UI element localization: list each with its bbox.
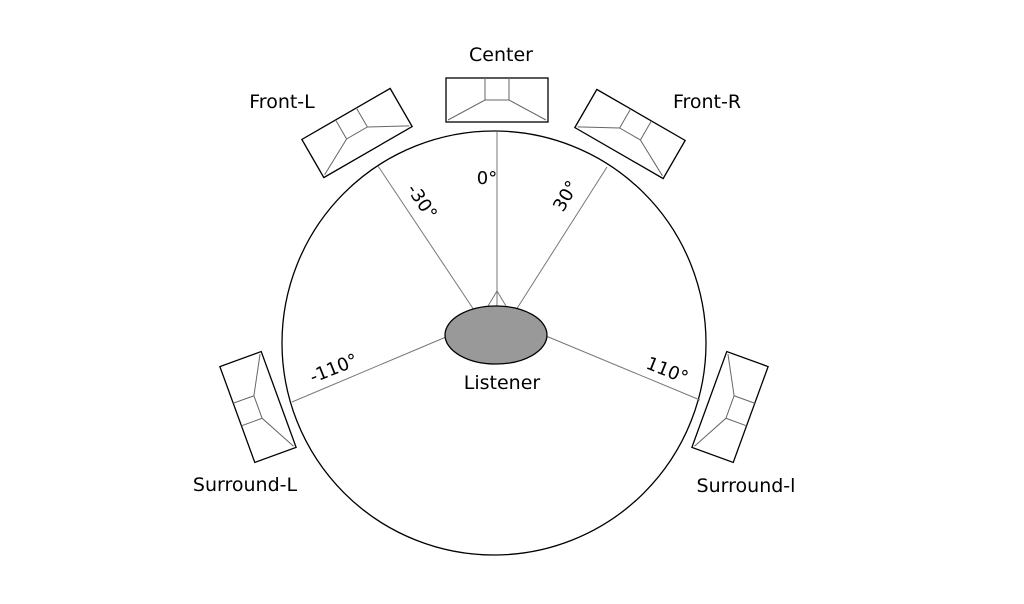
speaker-front-l <box>300 87 414 179</box>
label-front-l: Front-L <box>249 91 315 113</box>
listener-ellipse <box>444 305 548 365</box>
ray-front-l <box>377 165 475 311</box>
speaker-center <box>445 77 549 123</box>
ray-surround-l <box>291 336 447 403</box>
angle-label-front-r: 30° <box>549 177 583 215</box>
ray-front-r <box>515 166 608 311</box>
label-front-r: Front-R <box>673 91 741 113</box>
speaker-surround-l <box>219 350 297 464</box>
speaker-surround-r <box>691 350 769 464</box>
speaker-front-r <box>573 88 687 180</box>
label-center: Center <box>469 44 533 66</box>
label-listener: Listener <box>464 372 541 394</box>
listener-nose <box>487 290 507 307</box>
angle-label-surround-l: -110° <box>307 350 361 388</box>
label-surround-l: Surround-L <box>193 474 298 496</box>
ray-surround-r <box>545 335 701 401</box>
label-surround-r: Surround-l <box>697 475 796 497</box>
angle-label-center: 0° <box>477 168 497 189</box>
angle-label-surround-r: 110° <box>643 353 691 389</box>
listening-circle <box>281 130 707 556</box>
angle-label-front-l: -30° <box>402 180 441 224</box>
